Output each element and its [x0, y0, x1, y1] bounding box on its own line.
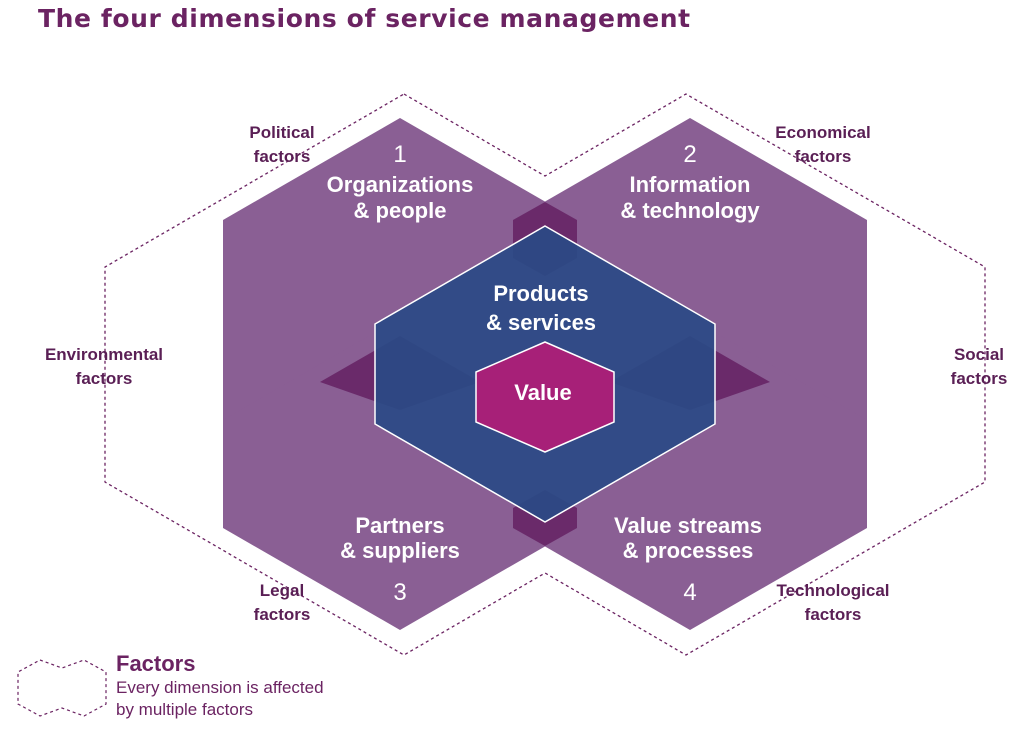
environmental-factors-line1: Environmental [45, 345, 163, 364]
value-hexagon [475, 341, 615, 453]
legend-text-line2: by multiple factors [116, 700, 253, 719]
environmental-factors-line2: factors [76, 369, 133, 388]
legend-text-line1: Every dimension is affected [116, 678, 324, 697]
economical-factors-line2: factors [795, 147, 852, 166]
legend-dashed-hexagon-icon [17, 659, 107, 717]
dimension-1-number: 1 [393, 141, 406, 168]
dimension-4-label-line1: Value streams [614, 513, 762, 538]
technological-factors-line2: factors [805, 605, 862, 624]
dimension-2-label-line1: Information [630, 172, 751, 197]
products-services-label-line2: & services [486, 310, 596, 335]
technological-factors-line1: Technological [776, 581, 889, 600]
dimension-4-label-line2: & processes [623, 538, 754, 563]
dimension-3-label-line2: & suppliers [340, 538, 460, 563]
dimension-3-number: 3 [393, 579, 406, 606]
social-factors-line2: factors [951, 369, 1008, 388]
products-services-label-line1: Products [493, 281, 588, 306]
legend-title: Factors [116, 651, 195, 676]
dimension-1-label-line1: Organizations [327, 172, 474, 197]
dimension-4-number: 4 [683, 579, 696, 606]
political-factors-line1: Political [249, 123, 314, 142]
dimension-3-label-line1: Partners [355, 513, 444, 538]
dimension-2-label-line2: & technology [620, 198, 760, 223]
legal-factors-line2: factors [254, 605, 311, 624]
page-title: The four dimensions of service managemen… [38, 4, 691, 33]
factors-boundary [104, 93, 986, 656]
political-factors-line2: factors [254, 147, 311, 166]
dimension-1-label-line2: & people [354, 198, 447, 223]
dimension-2-number: 2 [683, 141, 696, 168]
social-factors-line1: Social [954, 345, 1004, 364]
economical-factors-line1: Economical [775, 123, 870, 142]
legal-factors-line1: Legal [260, 581, 304, 600]
value-label: Value [514, 380, 571, 405]
